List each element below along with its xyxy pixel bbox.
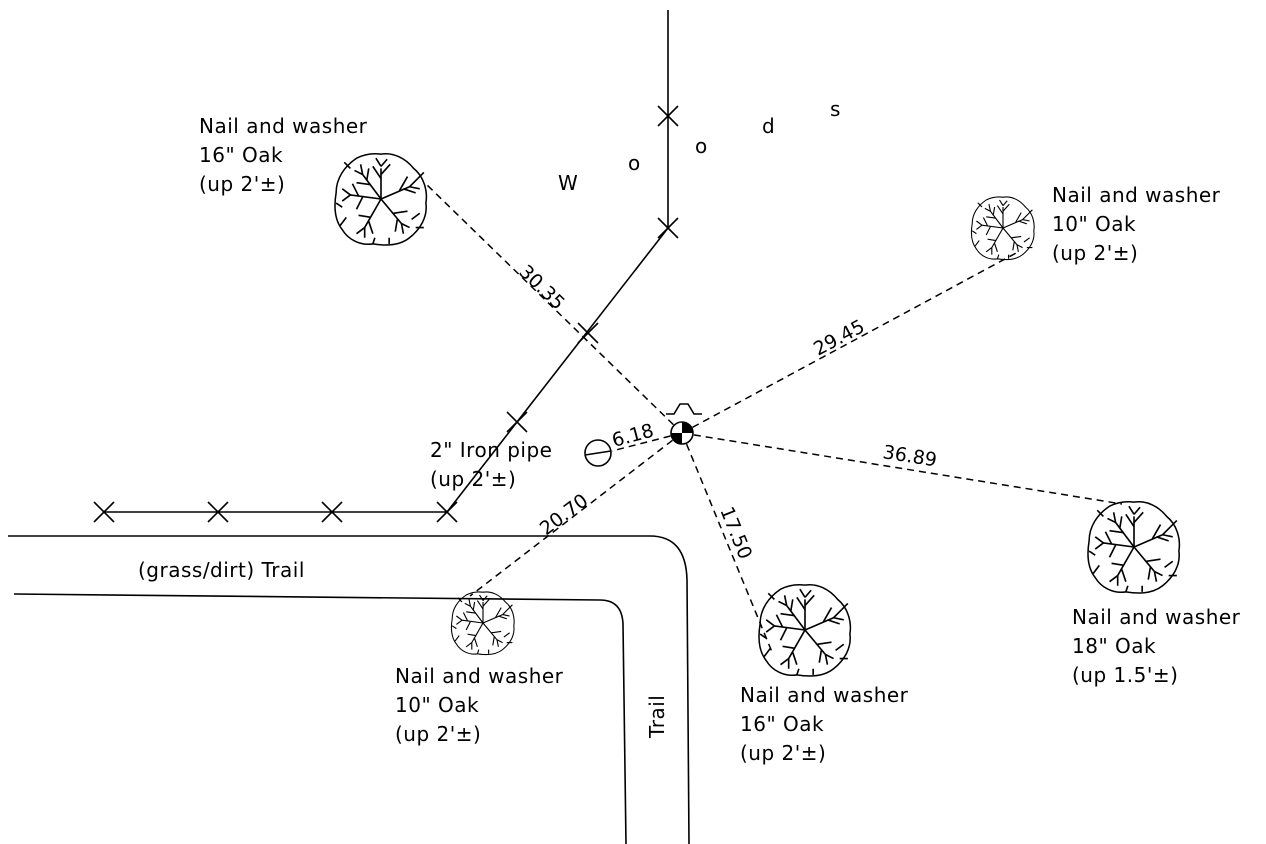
svg-text:16" Oak: 16" Oak [199,143,283,167]
svg-text:(up 2'±): (up 2'±) [740,741,826,765]
tree-ne [970,196,1035,261]
fence-line [93,10,679,523]
tree-nw [334,152,428,246]
svg-text:Nail and washer: Nail and washer [1072,605,1241,629]
svg-text:2" Iron pipe: 2" Iron pipe [430,438,552,462]
svg-text:(up 2'±): (up 2'±) [430,467,516,491]
distance-sw: 20.70 [536,490,593,540]
woods-letter-w: W [558,171,578,195]
svg-text:Nail and washer: Nail and washer [740,683,909,707]
tree-e [1087,500,1181,594]
woods-label: W o o d s [558,97,841,195]
svg-text:10" Oak: 10" Oak [395,693,479,717]
svg-text:Nail and washer: Nail and washer [395,664,564,688]
distance-ne: 29.45 [810,315,868,360]
woods-letter-s: s [830,97,841,121]
iron-pipe-label: 2" Iron pipe (up 2'±) [430,438,552,491]
svg-text:(up 2'±): (up 2'±) [1052,241,1138,265]
tree-s [758,583,852,677]
trail-edges [8,535,690,844]
svg-text:18" Oak: 18" Oak [1072,634,1156,658]
svg-text:(up 1.5'±): (up 1.5'±) [1072,663,1178,687]
tree-ne-label: Nail and washer 10" Oak (up 2'±) [1052,183,1221,265]
distance-s: 17.50 [715,504,756,563]
woods-letter-d: d [762,114,775,138]
svg-text:Nail and washer: Nail and washer [199,114,368,138]
distance-pipe: 6.18 [610,420,657,452]
distance-nw: 30.35 [515,261,569,315]
svg-text:16" Oak: 16" Oak [740,712,824,736]
trail-main-label: (grass/dirt) Trail [138,558,305,582]
tree-sw-label: Nail and washer 10" Oak (up 2'±) [395,664,564,746]
trail-side-label: Trail [645,695,669,739]
benchmark-symbol [666,403,702,445]
iron-pipe-symbol [584,439,612,467]
tree-nw-label: Nail and washer 16" Oak (up 2'±) [199,114,368,196]
tree-sw [450,591,515,656]
tree-e-label: Nail and washer 18" Oak (up 1.5'±) [1072,605,1241,687]
svg-text:10" Oak: 10" Oak [1052,212,1136,236]
woods-letter-o1: o [628,151,641,175]
svg-text:(up 2'±): (up 2'±) [395,722,481,746]
tie-lines [424,182,1123,653]
svg-text:(up 2'±): (up 2'±) [199,172,285,196]
tree-s-label: Nail and washer 16" Oak (up 2'±) [740,683,909,765]
woods-letter-o2: o [695,134,708,158]
svg-text:Nail and washer: Nail and washer [1052,183,1221,207]
